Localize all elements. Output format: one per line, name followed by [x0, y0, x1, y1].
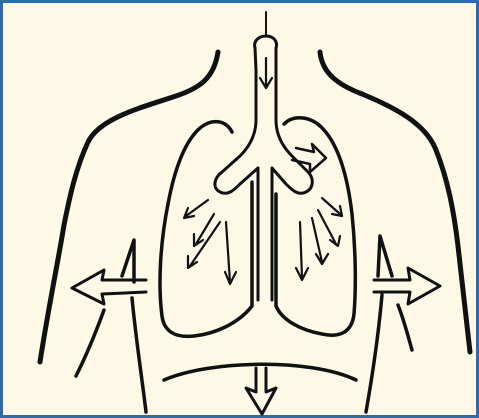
diagram-border [2, 2, 478, 417]
breathing-diagram [0, 0, 479, 418]
diagram-frame [0, 0, 479, 418]
